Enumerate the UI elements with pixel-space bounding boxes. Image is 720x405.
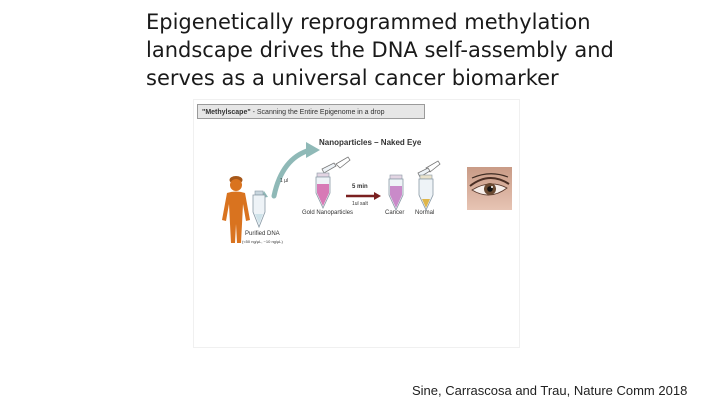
eye-icon [467,167,512,210]
tube-icon [252,190,266,229]
tube-icon [315,172,331,209]
cancer-label: Cancer [385,210,405,216]
arrow-icon [271,147,313,199]
time-label: 5 min [352,184,368,190]
volume-label: 1 µl [280,178,289,184]
methylscape-figure: "Methylscape" - Scanning the Entire Epig… [193,99,520,348]
salt-label: 1ul salt [352,201,368,207]
pipette-icon [321,156,351,174]
purified-dna-sublabel: (<50 ng/µL, ~10 ng/µL) [242,239,283,244]
slide-title: Epigenetically reprogrammed methylation … [146,8,616,92]
title-line-2: landscape drives the DNA self-assembly a… [146,38,614,62]
normal-label: Normal [415,210,435,216]
section-title: Nanoparticles – Naked Eye [319,138,422,147]
tube-icon [388,174,404,211]
figure-header-text: - Scanning the Entire Epigenome in a dro… [250,109,385,116]
pipette-icon [417,160,441,178]
person-icon [222,176,250,243]
title-line-1: Epigenetically reprogrammed methylation [146,10,591,34]
title-line-3: serves as a universal cancer biomarker [146,66,559,90]
purified-dna-label: Purified DNA [245,231,280,237]
figure-header: "Methylscape" - Scanning the Entire Epig… [197,104,425,119]
figure-diagram [222,142,512,243]
gold-nanoparticles-label: Gold Nanoparticles [302,210,354,216]
figure-header-bold: "Methylscape" [202,109,251,116]
tube-icon [418,174,434,211]
citation: Sine, Carrascosa and Trau, Nature Comm 2… [412,383,688,398]
